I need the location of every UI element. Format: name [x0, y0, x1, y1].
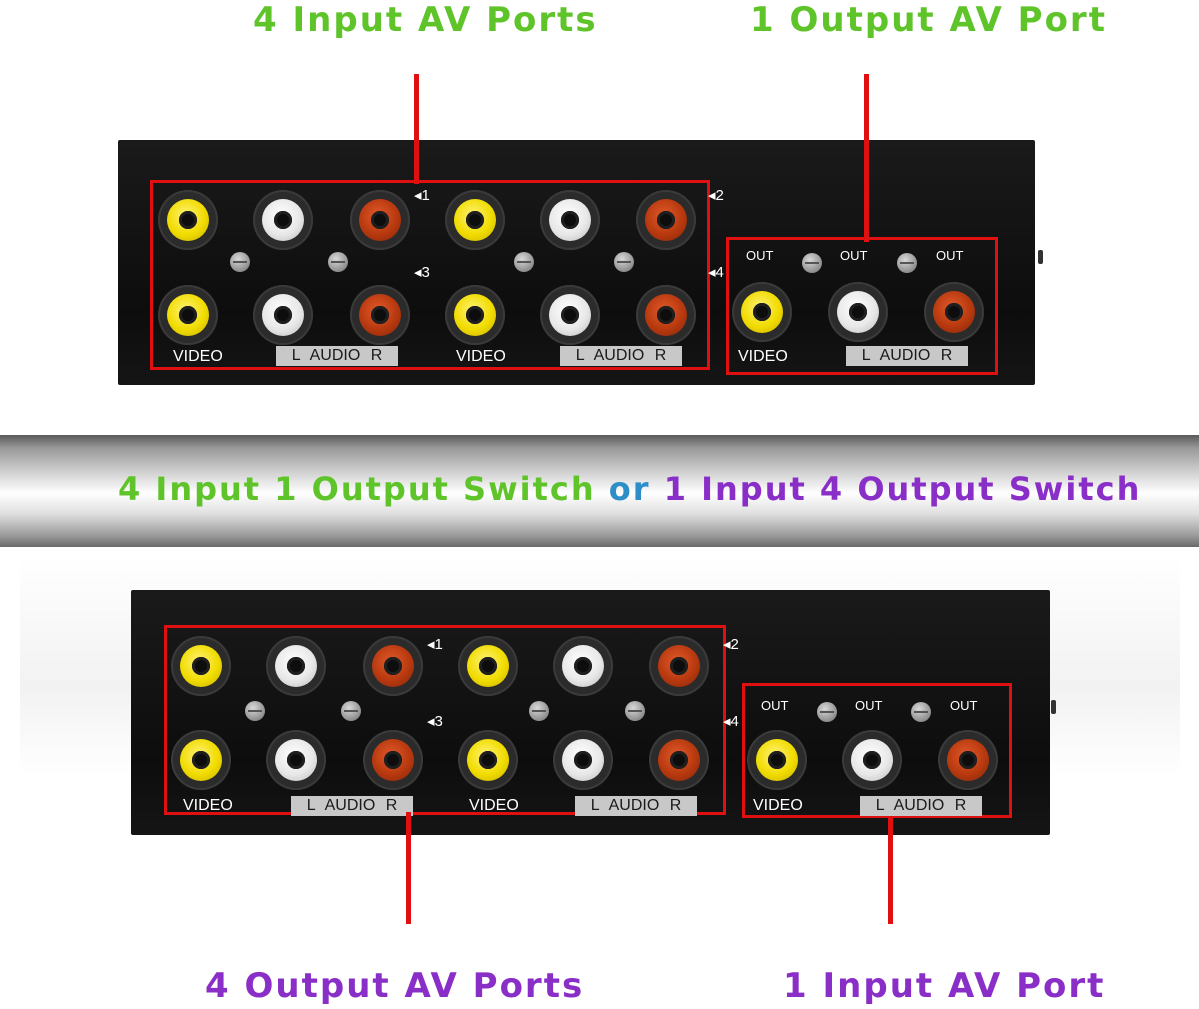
screw [245, 701, 265, 721]
pointer-line-bottom-left [406, 812, 411, 924]
yellow-rca-jack [171, 636, 231, 696]
yellow-rca-jack [458, 636, 518, 696]
video-label: VIDEO [183, 797, 233, 814]
heading-4-input-av-ports: 4 Input AV Ports [253, 0, 598, 40]
yellow-rca-jack [445, 285, 505, 345]
av-switch-device-bottom: ◂1 ◂2 ◂3 ◂4 VIDEO L AUDIO R VIDEO L AUDI… [131, 590, 1056, 835]
yellow-rca-jack [458, 730, 518, 790]
input-port-frame [742, 683, 1012, 818]
video-label: VIDEO [173, 348, 223, 365]
out-label: OUT [761, 698, 789, 713]
output-port-frame [726, 237, 998, 375]
red-rca-jack [636, 285, 696, 345]
red-rca-jack [350, 285, 410, 345]
white-rca-jack [540, 190, 600, 250]
red-rca-jack [649, 636, 709, 696]
side-knob [1051, 700, 1056, 714]
yellow-rca-jack [158, 285, 218, 345]
heading-4-output-av-ports: 4 Output AV Ports [205, 966, 585, 1006]
white-rca-jack [553, 636, 613, 696]
banner-text-part1: 4 Input 1 Output Switch [118, 470, 596, 508]
red-rca-jack [636, 190, 696, 250]
av-switch-device-top: ◂1 ◂2 ◂3 ◂4 VIDEO L AUDIO R VIDEO L AUDI… [118, 140, 1043, 385]
white-rca-jack [540, 285, 600, 345]
banner-text-part2: 1 Input 4 Output Switch [663, 470, 1142, 508]
port-number-2: ◂2 [708, 187, 724, 204]
out-label: OUT [746, 248, 774, 263]
white-rca-jack [253, 285, 313, 345]
video-label: VIDEO [738, 348, 788, 365]
screw [328, 252, 348, 272]
screw [802, 253, 822, 273]
out-label: OUT [855, 698, 883, 713]
screw [514, 252, 534, 272]
side-knob [1038, 250, 1043, 264]
heading-1-input-av-port: 1 Input AV Port [783, 966, 1106, 1006]
yellow-rca-jack [747, 730, 807, 790]
white-rca-jack [842, 730, 902, 790]
white-rca-jack [253, 190, 313, 250]
port-number-4: ◂4 [723, 713, 739, 730]
white-rca-jack [266, 730, 326, 790]
red-rca-jack [924, 282, 984, 342]
yellow-rca-jack [445, 190, 505, 250]
screw [897, 253, 917, 273]
audio-label: L AUDIO R [860, 796, 982, 816]
port-number-4: ◂4 [708, 264, 724, 281]
banner-band [0, 435, 1199, 547]
out-label: OUT [936, 248, 964, 263]
banner-text: 4 Input 1 Output Switch or 1 Input 4 Out… [118, 470, 1141, 508]
white-rca-jack [828, 282, 888, 342]
audio-label: L AUDIO R [276, 346, 398, 366]
video-label: VIDEO [753, 797, 803, 814]
yellow-rca-jack [158, 190, 218, 250]
port-number-1: ◂1 [427, 636, 443, 653]
screw [230, 252, 250, 272]
heading-1-output-av-port: 1 Output AV Port [750, 0, 1107, 40]
screw [341, 701, 361, 721]
screw [529, 701, 549, 721]
banner-text-connector: or [608, 470, 651, 508]
port-number-2: ◂2 [723, 636, 739, 653]
screw [817, 702, 837, 722]
screw [614, 252, 634, 272]
audio-label: L AUDIO R [560, 346, 682, 366]
output-ports-frame [164, 625, 726, 815]
yellow-rca-jack [171, 730, 231, 790]
pointer-line-top-right [864, 74, 869, 242]
yellow-rca-jack [732, 282, 792, 342]
port-number-3: ◂3 [427, 713, 443, 730]
white-rca-jack [553, 730, 613, 790]
port-number-3: ◂3 [414, 264, 430, 281]
pointer-line-bottom-right [888, 818, 893, 924]
out-label: OUT [840, 248, 868, 263]
red-rca-jack [363, 730, 423, 790]
out-label: OUT [950, 698, 978, 713]
screw [625, 701, 645, 721]
red-rca-jack [649, 730, 709, 790]
audio-label: L AUDIO R [575, 796, 697, 816]
video-label: VIDEO [469, 797, 519, 814]
red-rca-jack [350, 190, 410, 250]
video-label: VIDEO [456, 348, 506, 365]
red-rca-jack [938, 730, 998, 790]
red-rca-jack [363, 636, 423, 696]
port-number-1: ◂1 [414, 187, 430, 204]
audio-label: L AUDIO R [291, 796, 413, 816]
pointer-line-top-left [414, 74, 419, 184]
input-ports-frame [150, 180, 710, 370]
white-rca-jack [266, 636, 326, 696]
screw [911, 702, 931, 722]
audio-label: L AUDIO R [846, 346, 968, 366]
